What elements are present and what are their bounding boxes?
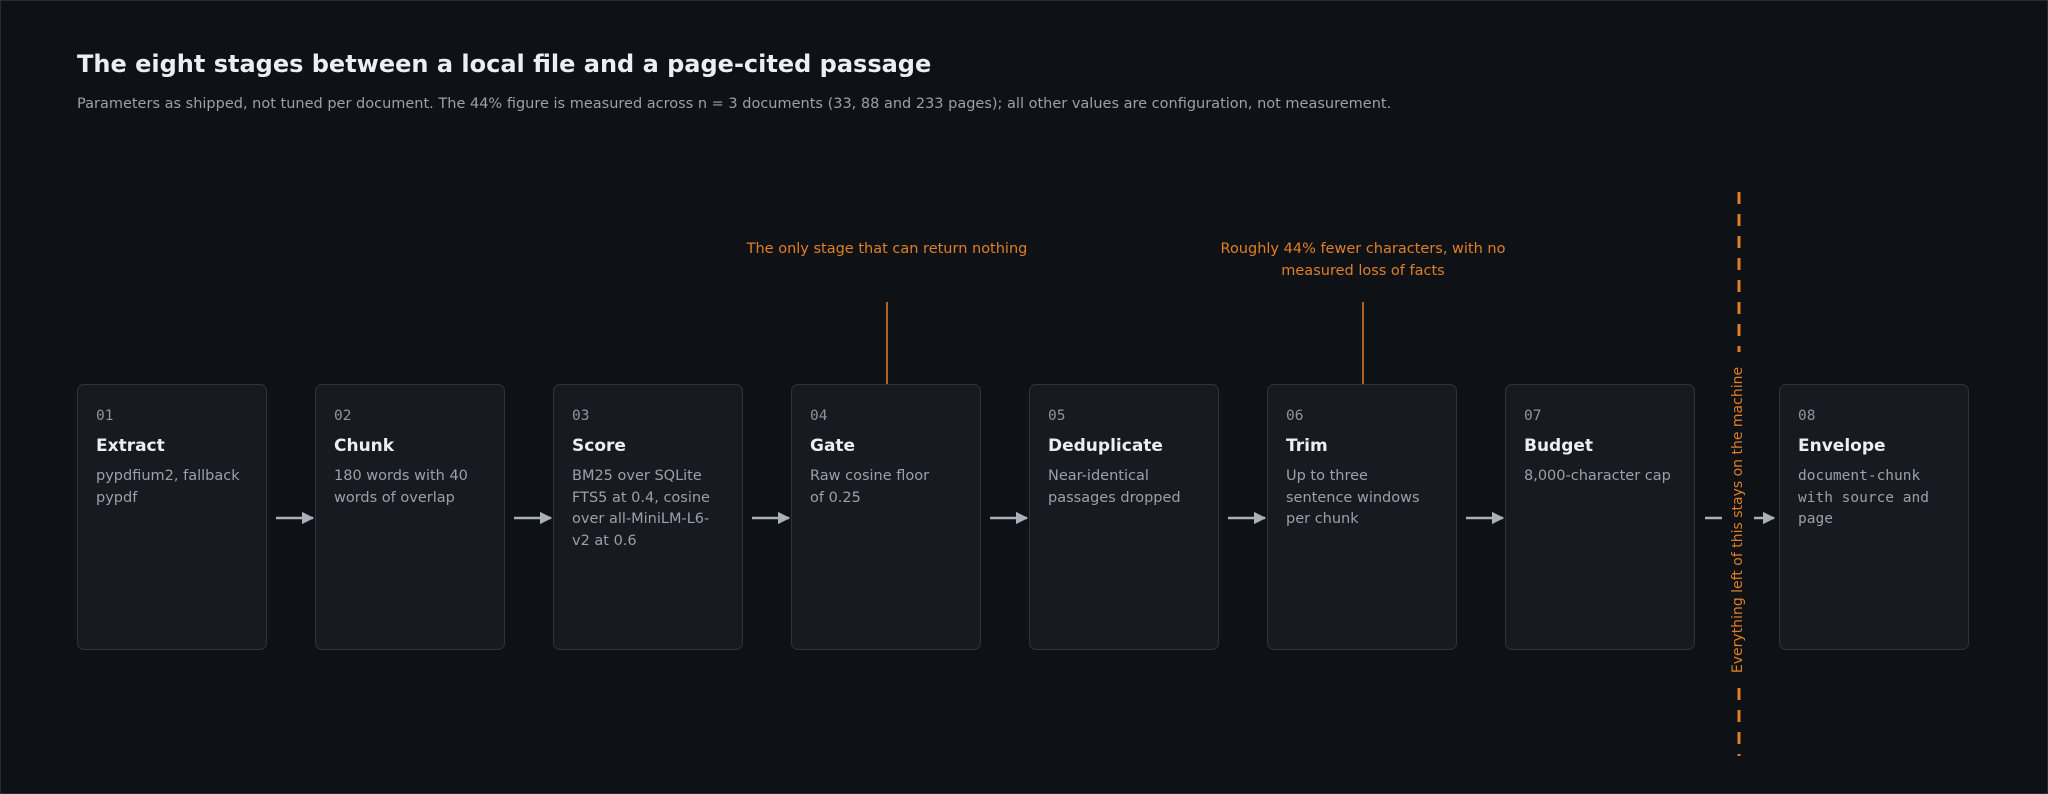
stage-description: BM25 over SQLite FTS5 at 0.4, cosine ove… [572,468,710,549]
stage-name: Budget [1524,436,1594,456]
stage-description: 180 words with 40 words of overlap [334,468,468,506]
stage-description: document-chunk with source and page [1798,468,1929,527]
stage-description: Raw cosine floor of 0.25 [810,468,930,506]
stage-description: 8,000-character cap [1524,468,1671,484]
stage-name: Extract [96,436,165,456]
stage-description: Up to three sentence windows per chunk [1286,468,1420,527]
stage-name: Envelope [1798,436,1886,456]
stage-name: Trim [1286,436,1328,456]
stage-card-deduplicate: 05 Deduplicate Near-identical passages d… [1029,384,1219,650]
stage-card-gate: 04 Gate Raw cosine floor of 0.25 [791,384,981,650]
stage-number: 05 [1048,408,1066,424]
stage-name: Gate [810,436,856,456]
diagram-title: The eight stages between a local file an… [77,50,932,78]
diagram-subtitle: Parameters as shipped, not tuned per doc… [77,96,1392,112]
stage-card-trim: 06 Trim Up to three sentence windows per… [1267,384,1457,650]
stage-card-score: 03 Score BM25 over SQLite FTS5 at 0.4, c… [553,384,743,650]
stage-description: Near-identical passages dropped [1048,468,1181,506]
stage-card-envelope: 08 Envelope document-chunk with source a… [1779,384,1969,650]
stage-card-chunk: 02 Chunk 180 words with 40 words of over… [315,384,505,650]
stage-description: pypdfium2, fallback pypdf [96,468,240,506]
stage-name: Score [572,436,626,456]
gate-callout: The only stage that can return nothing [746,241,1028,257]
stage-number: 03 [572,408,590,424]
stage-number: 02 [334,408,352,424]
stage-card-extract: 01 Extract pypdfium2, fallback pypdf [77,384,267,650]
stage-name: Deduplicate [1048,436,1163,456]
stage-number: 08 [1798,408,1816,424]
stage-number: 07 [1524,408,1542,424]
stage-name: Chunk [334,436,395,456]
stage-card-budget: 07 Budget 8,000-character cap [1505,384,1695,650]
stage-number: 06 [1286,408,1304,424]
stage-number: 01 [96,408,114,424]
stage-number: 04 [810,408,828,424]
trim-callout: Roughly 44% fewer characters, with no me… [1220,241,1506,279]
